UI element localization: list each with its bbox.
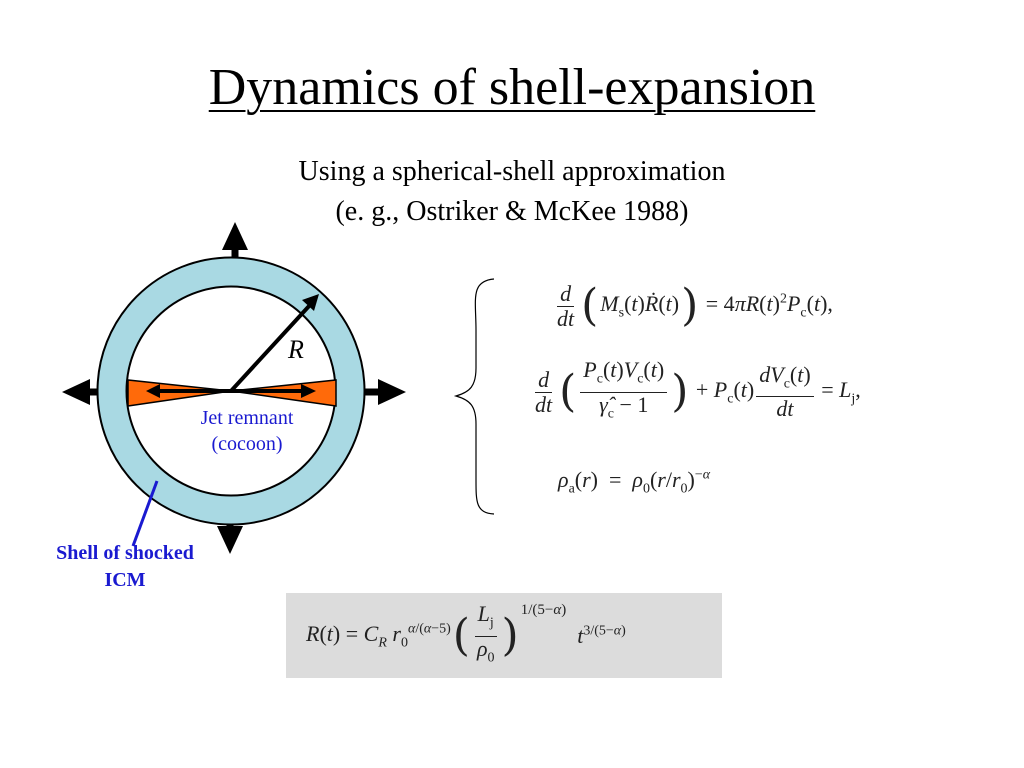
inner-arrow-left-head (146, 384, 160, 398)
shell-label: Shell of shocked ICM (30, 540, 220, 594)
equation-3: ρa(r) = ρ0(r/r0)−α (558, 466, 711, 497)
radius-arrow-shaft (229, 303, 312, 393)
jet-label-line-2: (cocoon) (211, 433, 283, 455)
solution-box (286, 593, 722, 678)
slide-title: Dynamics of shell-expansion (208, 59, 816, 116)
inner-arrow-right-head (301, 384, 316, 398)
shell-label-line-2: ICM (104, 569, 146, 591)
arrow-down-head (217, 526, 243, 554)
equation-brace (453, 278, 495, 515)
subtitle-line-2: (e. g., Ostriker & McKee 1988) (335, 196, 689, 227)
eq2-volume-derivative: dVc(t)dt (756, 362, 814, 421)
slide-subtitle: Using a spherical-shell approximation (e… (0, 152, 1024, 232)
jet-remnant-label: Jet remnant (cocoon) (172, 405, 322, 457)
arrow-right-head (378, 379, 406, 405)
radius-arrow-head (302, 294, 319, 311)
shell-label-line-1: Shell of shocked (56, 542, 194, 564)
subtitle-line-1: Using a spherical-shell approximation (298, 156, 726, 187)
shell-ring-fill (98, 258, 364, 524)
arrow-left-head (62, 379, 90, 405)
arrow-up-head (222, 222, 248, 250)
jet-label-line-1: Jet remnant (200, 407, 294, 429)
radius-label: R (287, 335, 304, 364)
shell-pointer-line (131, 480, 159, 547)
eq2-energy-fraction: Pc(t)Vc(t)γ̂c − 1 (580, 357, 668, 426)
